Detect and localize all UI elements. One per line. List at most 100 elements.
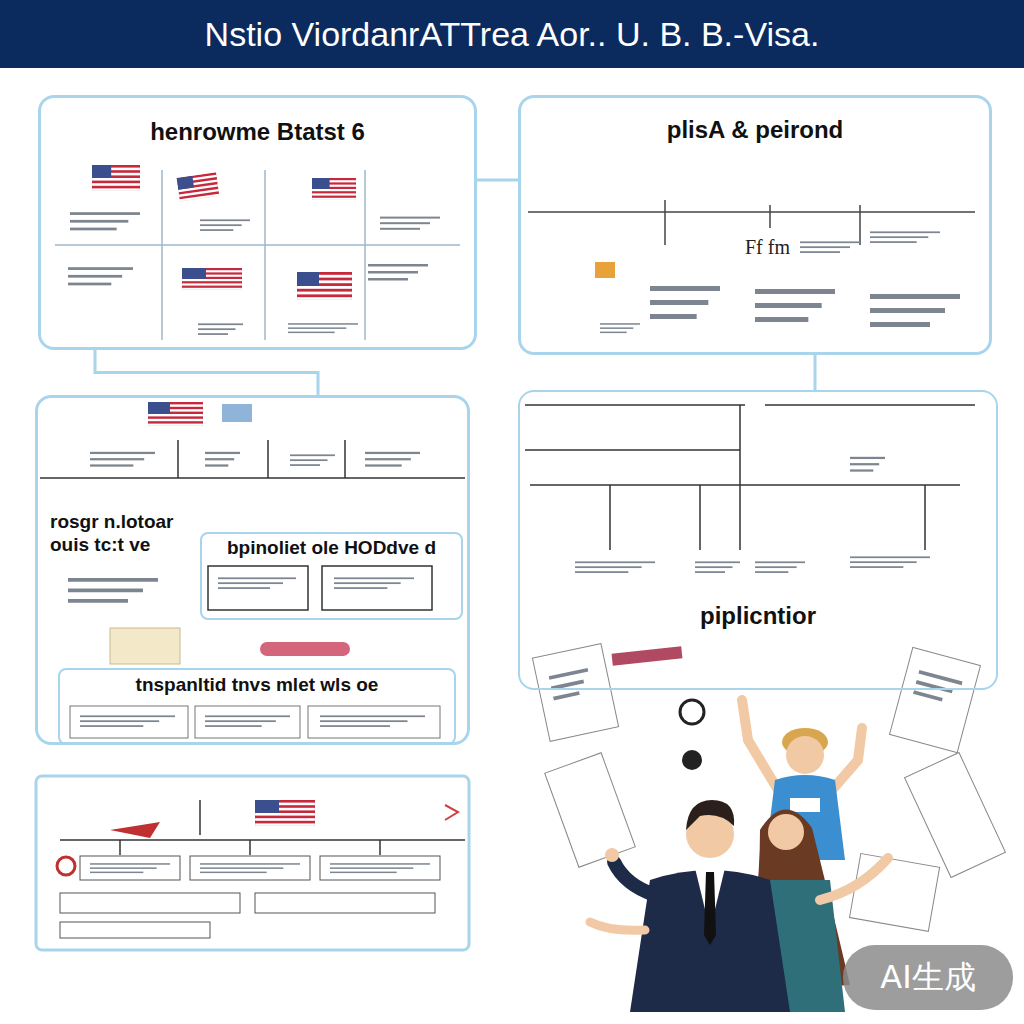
red-pill	[260, 642, 350, 656]
scribble-text	[90, 863, 170, 873]
panel-box: henrowme Btatst 6	[38, 95, 477, 350]
scribble-text	[368, 264, 428, 281]
group-box: bpinoliet ole HODdve d	[200, 532, 463, 620]
band-box: tnspanltid tnvs mlet wls oe	[58, 668, 456, 745]
tie	[704, 872, 716, 945]
shirt-print	[790, 798, 820, 812]
region-box: piplicntior	[518, 390, 998, 690]
scribble-text	[330, 863, 430, 873]
panel-box: plisA & peirond	[518, 95, 992, 355]
arm	[590, 922, 645, 930]
timeline-line	[528, 211, 975, 213]
bracket-line	[249, 840, 251, 855]
scribble-text	[80, 715, 175, 727]
scribble-text	[695, 561, 740, 573]
scribble-text	[575, 561, 655, 573]
flag-icon	[92, 165, 140, 191]
flag-icon	[182, 268, 242, 290]
dark-dot	[682, 750, 702, 770]
timeline-line	[664, 200, 666, 245]
scribble-text	[870, 231, 940, 243]
timeline-line	[769, 205, 771, 228]
red-arrow	[445, 805, 458, 820]
bracket-line	[379, 840, 381, 855]
scribble-text	[755, 561, 805, 573]
row-box	[60, 922, 210, 938]
tab-lines	[40, 440, 465, 478]
cell	[195, 706, 300, 738]
paper-sheet	[890, 647, 981, 752]
arm	[614, 862, 655, 895]
bottom-panel	[36, 776, 469, 950]
scribble-text	[68, 267, 133, 285]
tab-line	[40, 477, 465, 479]
scribble-text	[205, 452, 240, 467]
row-box	[60, 893, 240, 913]
connector-line	[477, 179, 518, 182]
tree-line	[525, 404, 745, 406]
node-heading: bpinoliet ole HODdve d	[202, 537, 461, 560]
scribble-text	[290, 454, 335, 466]
tree-line	[924, 485, 926, 550]
bracket-line	[199, 800, 201, 835]
paper-sheet	[545, 753, 636, 867]
red-circle	[57, 857, 75, 875]
node-heading: henrowme Btatst 6	[41, 118, 474, 147]
connector-line	[814, 355, 817, 390]
tree-line	[530, 484, 960, 486]
scribble-text	[365, 452, 420, 467]
scribble-text	[205, 715, 290, 727]
scribble-text	[90, 452, 155, 467]
scribble-text	[200, 863, 300, 873]
flag-icon	[312, 178, 356, 200]
node-heading: tnspanltid tnvs mlet wls oe	[60, 674, 454, 697]
grid-line	[55, 244, 460, 246]
scribble-text	[870, 294, 960, 327]
note-shape	[110, 628, 180, 664]
tree-lines	[525, 405, 975, 550]
scribble-text	[850, 556, 930, 568]
head	[768, 814, 804, 850]
timeline-line	[859, 205, 861, 245]
head	[786, 736, 824, 774]
row-box	[320, 856, 440, 880]
tab-line	[177, 440, 179, 478]
paper-sheet	[905, 752, 1006, 877]
tab-line	[267, 440, 269, 478]
connector-line	[95, 350, 318, 395]
scribble-text	[218, 577, 296, 589]
node-heading: piplicntior	[520, 602, 996, 631]
tree-line	[609, 485, 611, 550]
arm	[742, 700, 778, 790]
scribble-text	[600, 323, 640, 333]
grid-line	[364, 170, 366, 340]
row-box	[80, 856, 180, 880]
hair	[686, 800, 734, 830]
scribble-text	[334, 577, 414, 589]
flag-icon	[297, 272, 352, 300]
red-mark	[110, 822, 160, 838]
scribble-text	[320, 715, 425, 727]
scribble-text	[913, 670, 963, 706]
cell	[70, 706, 188, 738]
scribble-text	[800, 241, 860, 253]
scribble-text	[288, 323, 358, 333]
node-heading: rosgr n.lotoar ouis tc:t ve	[50, 511, 192, 557]
watermark: AI生成	[843, 945, 1013, 1010]
scribble-text	[850, 457, 885, 472]
tree-line	[525, 449, 740, 451]
pink-strip	[612, 646, 683, 665]
small-icon	[595, 262, 615, 278]
grid-lines	[55, 170, 460, 340]
headset-icon	[680, 700, 704, 724]
paper-sheet	[850, 854, 940, 932]
scribble-text	[549, 668, 593, 701]
scribble-text	[200, 219, 250, 231]
small-icon	[222, 404, 252, 422]
title-text: Nstio ViordanrATTrea Aor.. U. B. B.-Visa…	[205, 15, 820, 53]
flag-icon	[148, 402, 203, 426]
hand	[605, 848, 619, 862]
flag-icon	[177, 172, 220, 201]
scribble-text	[68, 578, 158, 603]
bracket-lines	[60, 800, 465, 855]
